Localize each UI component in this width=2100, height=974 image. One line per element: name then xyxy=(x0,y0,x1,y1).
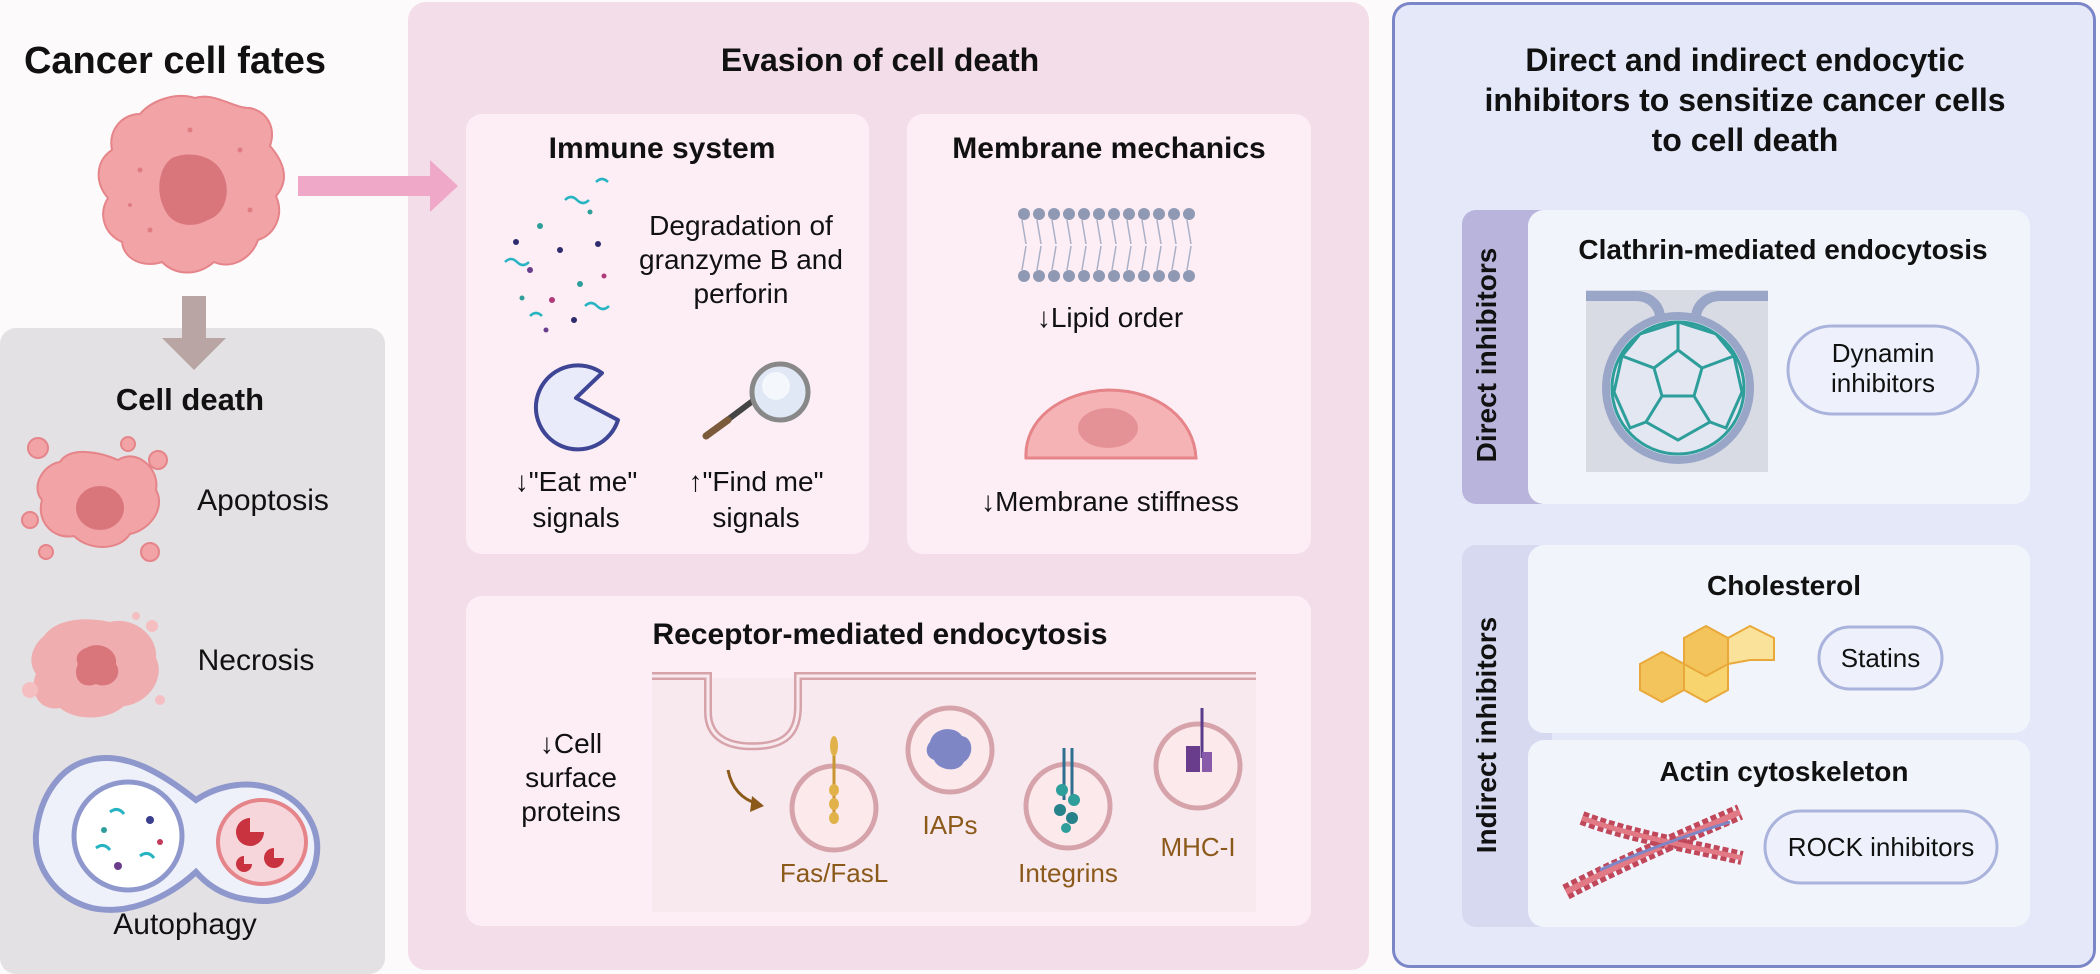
arrow-right-icon xyxy=(298,160,458,212)
mhc-i-label: MHC-I xyxy=(1160,832,1236,862)
vesicle-iaps-icon xyxy=(905,705,995,795)
cholesterol-title: Cholesterol xyxy=(1706,570,1862,601)
cholesterol-card xyxy=(1528,545,2030,733)
vesicle-mhc-icon xyxy=(1153,708,1243,811)
surface-line-2: surface xyxy=(525,762,617,793)
actin-title: Actin cytoskeleton xyxy=(1659,756,1909,787)
iaps-label: IAPs xyxy=(922,810,978,840)
vesicle-fas-icon xyxy=(789,736,879,853)
membrane-mechanics-title: Membrane mechanics xyxy=(952,132,1266,165)
integrins-label: Integrins xyxy=(1018,858,1118,888)
inhibitors-title-line-1: Direct and indirect endocytic xyxy=(1525,42,1965,78)
degradation-line-2: granzyme B and xyxy=(639,244,843,275)
arrow-down-icon xyxy=(162,296,226,370)
lipid-bilayer-icon xyxy=(1018,208,1195,282)
inhibitors-title-line-2: inhibitors to sensitize cancer cells xyxy=(1484,82,2006,118)
find-me-line-1: ↑"Find me" xyxy=(688,466,824,497)
immune-card xyxy=(466,114,869,554)
autophagy-label: Autophagy xyxy=(113,908,257,941)
statins-pill xyxy=(1817,625,1944,691)
evasion-title: Evasion of cell death xyxy=(720,42,1040,78)
autophagy-icon xyxy=(32,755,321,913)
cholesterol-icon xyxy=(1639,624,1775,704)
direct-inhibitors-label: Direct inhibitors xyxy=(1471,247,1502,463)
lipid-order-label: ↓Lipid order xyxy=(1036,302,1184,333)
rock-pill xyxy=(1763,809,1999,885)
clathrin-cage-icon xyxy=(1586,290,1768,472)
dynamin-pill xyxy=(1786,324,1980,416)
pacman-icon xyxy=(533,363,620,452)
dynamin-line-2: inhibitors xyxy=(1830,368,1936,398)
degradation-line-3: perforin xyxy=(693,278,789,309)
statins-label: Statins xyxy=(1840,643,1921,673)
cancer-cell-icon xyxy=(97,95,285,274)
rock-inhibitors-label: ROCK inhibitors xyxy=(1787,832,1975,862)
apoptosis-cell-icon xyxy=(21,436,168,562)
find-me-line-2: signals xyxy=(712,502,800,533)
membrane-card xyxy=(907,114,1311,554)
necrosis-label: Necrosis xyxy=(197,644,315,677)
cancer-cell-fates-title: Cancer cell fates xyxy=(23,40,327,82)
flat-cell-icon xyxy=(1024,388,1198,460)
inhibitors-title-line-3: to cell death xyxy=(1651,122,1839,158)
eat-me-line-1: ↓"Eat me" xyxy=(514,466,638,497)
degradation-line-1: Degradation of xyxy=(649,210,833,241)
actin-filaments-icon xyxy=(1562,804,1744,900)
surface-line-3: proteins xyxy=(521,796,621,827)
fas-fasl-label: Fas/FasL xyxy=(779,858,889,888)
immune-system-title: Immune system xyxy=(548,132,776,165)
receptor-title: Receptor-mediated endocytosis xyxy=(652,618,1108,651)
indirect-inhibitors-label: Indirect inhibitors xyxy=(1471,616,1502,854)
dynamin-line-1: Dynamin xyxy=(1831,338,1935,368)
membrane-stiffness-label: ↓Membrane stiffness xyxy=(981,486,1239,517)
eat-me-line-2: signals xyxy=(532,502,620,533)
magnifier-icon xyxy=(702,361,811,440)
vesicle-integrins-icon xyxy=(1023,748,1113,851)
necrosis-cell-icon xyxy=(22,612,165,718)
granzyme-particles-icon xyxy=(504,177,610,333)
surface-line-1: ↓Cell xyxy=(539,728,603,759)
cell-death-title: Cell death xyxy=(115,382,265,417)
clathrin-title: Clathrin-mediated endocytosis xyxy=(1578,234,1988,265)
apoptosis-label: Apoptosis xyxy=(197,484,329,517)
